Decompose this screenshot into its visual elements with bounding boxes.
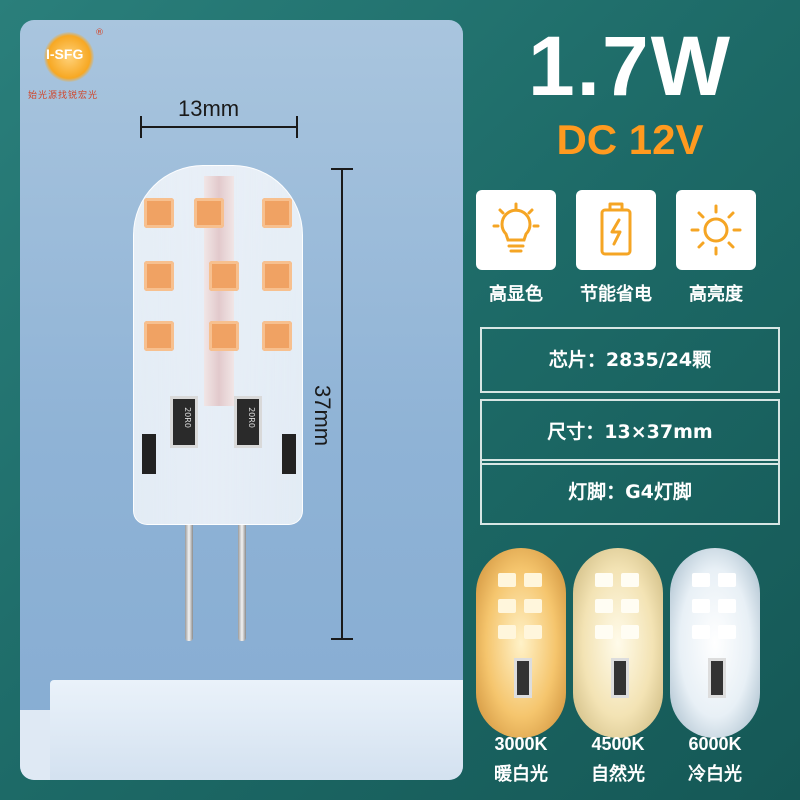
resistor-code: 20R0 — [182, 407, 192, 428]
spec-size: 尺寸：13×37mm — [480, 399, 780, 465]
backdrop-pedestal — [50, 680, 463, 780]
led-chip — [144, 261, 174, 291]
feature-label: 高亮度 — [689, 284, 743, 305]
spec-text: 灯脚：G4灯脚 — [568, 481, 692, 503]
feature-high-brightness — [676, 190, 756, 270]
power-rating: 1.7W — [527, 19, 733, 113]
spec-base: 灯脚：G4灯脚 — [480, 459, 780, 525]
feature-high-cri — [476, 190, 556, 270]
driver-chip — [611, 658, 629, 698]
logo-text: I-SFG — [46, 46, 84, 62]
g4-pin — [185, 525, 193, 641]
resistor: 20R0 — [170, 396, 198, 448]
variant-name: 自然光 — [591, 764, 645, 785]
registered-mark: ® — [95, 28, 104, 38]
feature-label: 高显色 — [489, 284, 543, 305]
resistor-code: 20R0 — [246, 407, 256, 428]
driver-chip — [708, 658, 726, 698]
width-dimension-line — [140, 116, 298, 138]
sun-icon — [690, 204, 742, 256]
resistor: 20R0 — [234, 396, 262, 448]
brand-tagline: 始光源找锐宏光 — [28, 91, 99, 101]
led-bulb: 20R0 20R0 — [133, 165, 303, 525]
feature-label: 节能省电 — [580, 284, 652, 305]
brand-logo: I-SFG — [40, 28, 98, 86]
bulb-icon — [492, 202, 540, 253]
variant-swatch-6000k — [670, 548, 760, 738]
feature-energy-saving — [576, 190, 656, 270]
height-dimension-line — [331, 168, 353, 640]
rectifier — [142, 434, 156, 474]
led-chip — [144, 321, 174, 351]
driver-chip — [514, 658, 532, 698]
rectifier — [282, 434, 296, 474]
height-label: 37mm — [310, 385, 335, 447]
spec-text: 尺寸：13×37mm — [547, 421, 713, 443]
led-chip — [262, 198, 292, 228]
g4-pin — [238, 525, 246, 641]
led-grid — [595, 573, 641, 663]
spec-chip: 芯片：2835/24颗 — [480, 327, 780, 393]
led-grid — [692, 573, 738, 663]
led-grid — [498, 573, 544, 663]
variant-temperature: 3000K — [494, 734, 548, 754]
battery-icon — [600, 202, 632, 256]
variant-name: 暖白光 — [494, 764, 548, 785]
voltage-rating: DC 12V — [556, 116, 704, 163]
led-chip — [209, 261, 239, 291]
variant-swatch-3000k — [476, 548, 566, 738]
variant-name: 冷白光 — [688, 764, 742, 785]
led-chip — [262, 261, 292, 291]
variant-temperature: 6000K — [688, 734, 742, 754]
led-chip — [209, 321, 239, 351]
logo-sun-icon — [44, 32, 94, 82]
led-chip — [262, 321, 292, 351]
led-chip — [144, 198, 174, 228]
led-chip — [194, 198, 224, 228]
width-label: 13mm — [178, 96, 240, 121]
spec-text: 芯片：2835/24颗 — [548, 349, 712, 371]
variant-temperature: 4500K — [591, 734, 645, 754]
variant-swatch-4500k — [573, 548, 663, 738]
